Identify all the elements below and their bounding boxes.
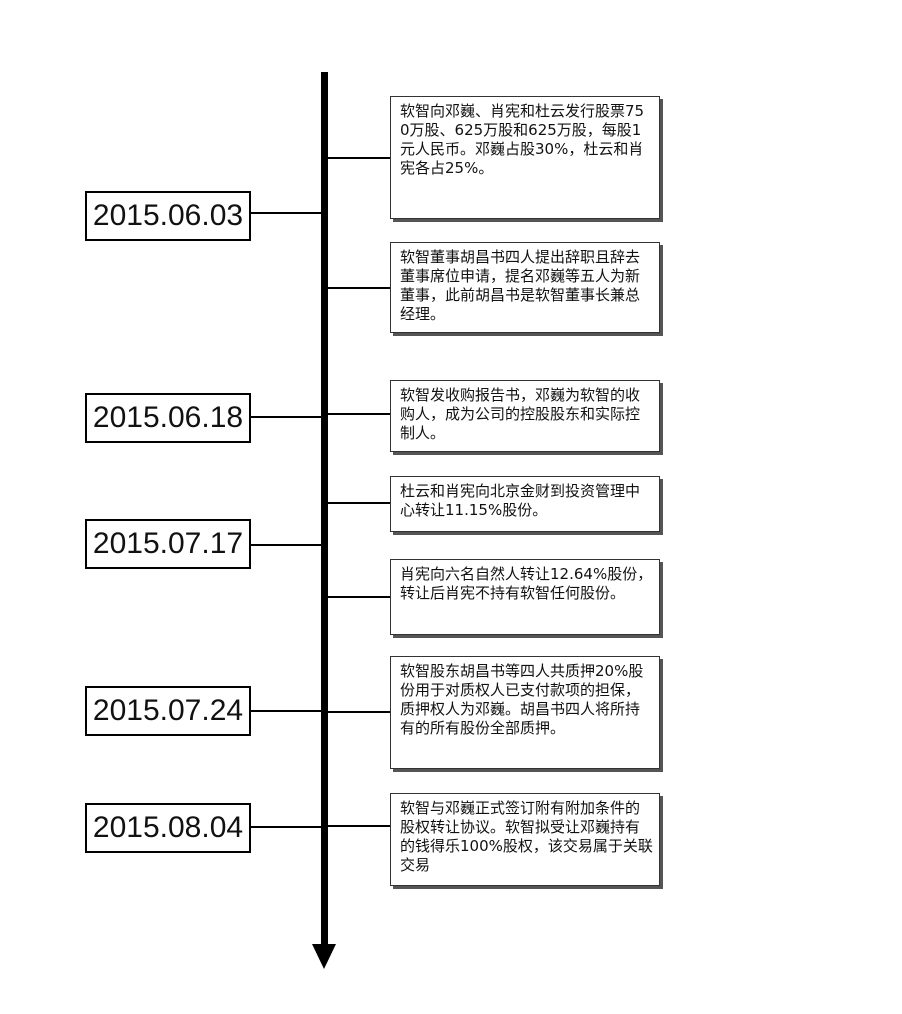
event-connector [328,711,390,713]
date-box-2015-06-18: 2015.06.18 [85,393,251,443]
event-connector [328,825,390,827]
date-connector [251,212,321,214]
event-connector [328,413,390,415]
date-box-2015-07-24: 2015.07.24 [85,686,251,736]
date-box-2015-06-03: 2015.06.03 [85,191,251,241]
event-connector [328,502,390,504]
axis-arrowhead-icon [312,944,336,969]
date-connector [251,416,321,418]
event-box-board-resignation: 软智董事胡昌书四人提出辞职且辞去董事席位申请，提名邓巍等五人为新董事，此前胡昌书… [390,242,660,333]
event-box-share-transfer-individuals: 肖宪向六名自然人转让12.64%股份，转让后肖宪不持有软智任何股份。 [390,559,660,635]
date-box-2015-07-17: 2015.07.17 [85,519,251,569]
timeline-axis [321,72,328,950]
event-box-acquisition-report: 软智发收购报告书，邓巍为软智的收购人，成为公司的控股股东和实际控制人。 [390,380,660,452]
date-connector [251,544,321,546]
event-box-equity-transfer-agreement: 软智与邓巍正式签订附有附加条件的股权转让协议。软智拟受让邓巍持有的钱得乐100%… [390,793,660,886]
event-connector [328,287,390,289]
date-connector [251,710,321,712]
event-box-share-issuance: 软智向邓巍、肖宪和杜云发行股票750万股、625万股和625万股，每股1元人民币… [390,96,660,219]
event-box-share-transfer-beijing: 杜云和肖宪向北京金财到投资管理中心转让11.15%股份。 [390,476,660,532]
event-box-share-pledge: 软智股东胡昌书等四人共质押20%股份用于对质权人已支付款项的担保，质押权人为邓巍… [390,656,660,769]
event-connector [328,157,390,159]
event-connector [328,596,390,598]
date-connector [251,826,321,828]
date-box-2015-08-04: 2015.08.04 [85,803,251,853]
